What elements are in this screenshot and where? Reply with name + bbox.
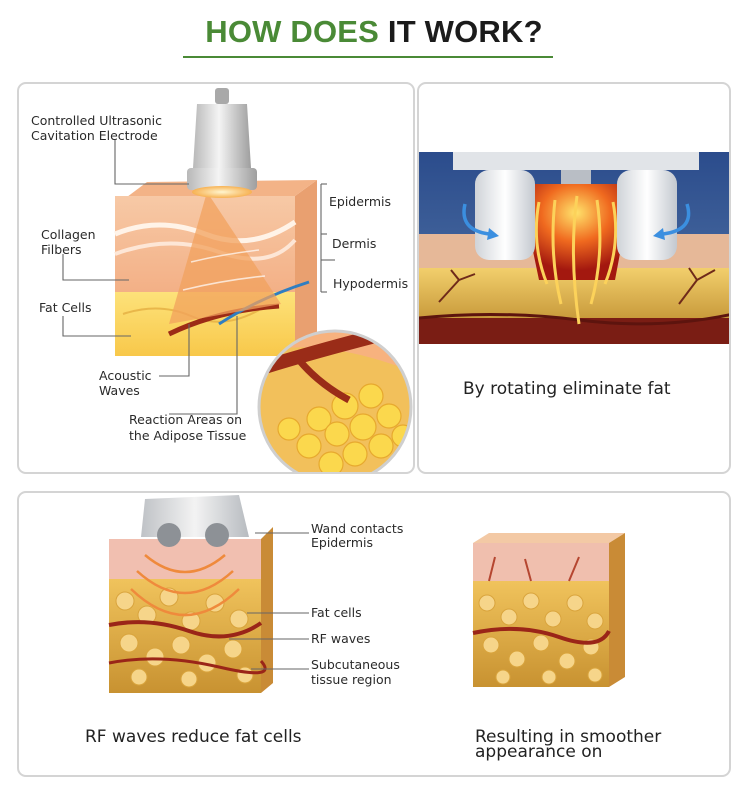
blood-vessel — [167, 303, 280, 337]
electrode-label-line1: Controlled Ultrasonic — [31, 113, 162, 128]
acoustic-label-line1: Acoustic — [99, 368, 152, 383]
rf-caption-left: RF waves reduce fat cells — [85, 727, 302, 747]
title-green-part: HOW DOES — [205, 14, 380, 49]
rotating-diagram: By rotating eliminate fat — [419, 152, 729, 399]
rf-fat-cells — [115, 587, 254, 688]
reaction-area-magnifier — [257, 329, 413, 472]
collagen-label-line2: Filbers — [41, 242, 82, 257]
reaction-label-line1: Reaction Areas on — [129, 412, 242, 427]
wand-label-line1: Wand contacts — [311, 521, 403, 536]
acoustic-wave-cone — [169, 192, 281, 324]
ultrasonic-cavitation-panel: Controlled Ultrasonic Cavitation Electro… — [17, 82, 415, 474]
heat-zone — [519, 184, 633, 280]
rf-fat-label: Fat cells — [311, 605, 362, 620]
epidermis-label: Epidermis — [329, 194, 391, 209]
rotation-arrows — [462, 203, 691, 236]
fat-cells-label: Fat Cells — [39, 300, 91, 315]
ultrasonic-diagram: Controlled Ultrasonic Cavitation Electro… — [31, 88, 413, 472]
page-title: HOW DOES IT WORK? — [0, 14, 748, 50]
rf-wave-arcs — [130, 554, 240, 617]
rf-caption-right-line1: Resulting in smoother — [475, 727, 661, 747]
handpiece-top — [453, 152, 699, 170]
rf-wand — [141, 495, 249, 537]
wand-label-line2: Epidermis — [311, 535, 373, 550]
rf-caption-right-line2: appearance on — [475, 742, 602, 762]
dermis-label: Dermis — [332, 236, 376, 251]
result-block-dermis — [473, 543, 609, 581]
hypodermis-label: Hypodermis — [333, 276, 408, 291]
reaction-label-line2: the Adipose Tissue — [129, 428, 247, 443]
electrode-label-line2: Cavitation Electrode — [31, 128, 158, 143]
wand-electrode-right — [205, 523, 229, 547]
rotating-caption: By rotating eliminate fat — [463, 379, 671, 399]
result-block-side — [609, 533, 625, 687]
electrode-body — [193, 104, 251, 168]
subq-label-line1: Subcutaneous — [311, 657, 400, 672]
wand-electrode-left — [157, 523, 181, 547]
electrode-head — [187, 168, 257, 190]
tissue-block-side — [295, 180, 317, 356]
rf-panel: Wand contacts Epidermis Fat cells RF wav… — [17, 491, 731, 777]
rf-waves-label: RF waves — [311, 631, 370, 646]
electrode-lens — [192, 186, 252, 198]
title-dark-part: IT WORK? — [387, 14, 543, 49]
result-fat-cells — [478, 592, 604, 685]
acoustic-label-line2: Waves — [99, 383, 140, 398]
rf-block-side — [261, 527, 273, 693]
subq-label-line2: tissue region — [311, 672, 392, 687]
rotating-handpiece-panel: By rotating eliminate fat — [417, 82, 731, 474]
collagen-label-line1: Collagen — [41, 227, 96, 242]
result-block-top — [473, 533, 625, 543]
right-roller — [617, 170, 677, 260]
heat-waves — [534, 195, 618, 325]
title-underline — [183, 56, 553, 58]
left-roller — [475, 170, 535, 260]
rf-diagram: Wand contacts Epidermis Fat cells RF wav… — [85, 495, 661, 762]
